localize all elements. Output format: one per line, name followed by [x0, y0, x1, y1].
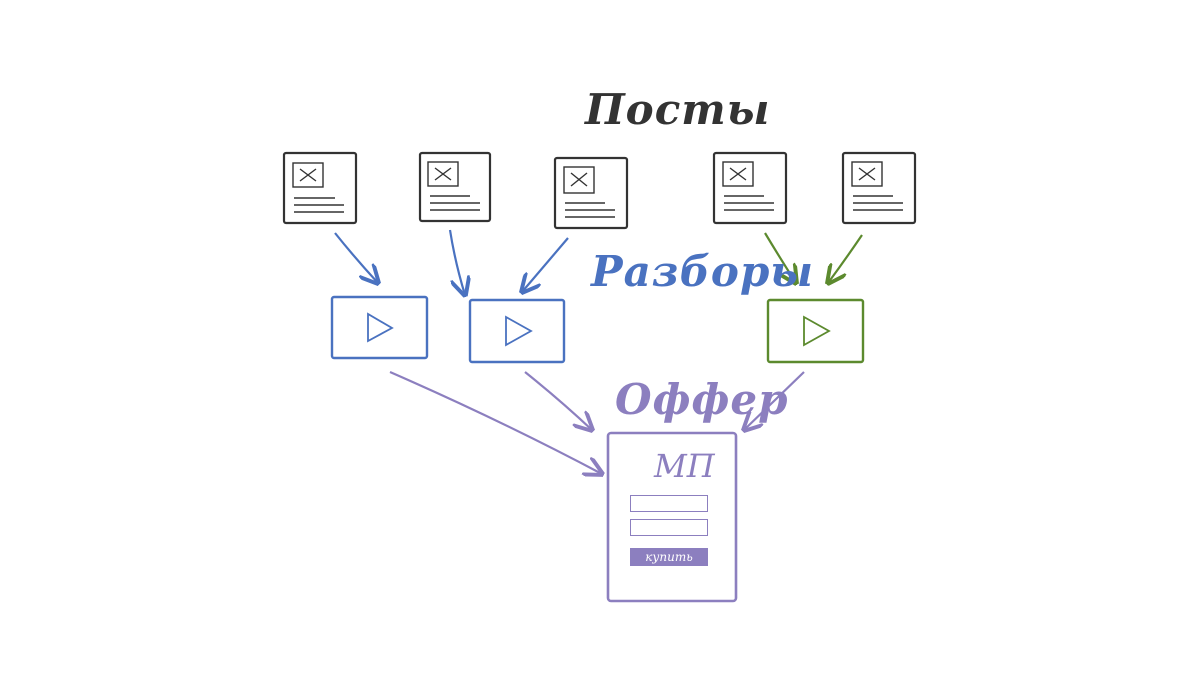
post-card-3 [553, 156, 629, 230]
review-video-2 [468, 298, 566, 364]
image-placeholder-icon [563, 166, 595, 194]
offer-card-title: МП [654, 447, 715, 485]
offer-card [606, 431, 738, 603]
arrow-post5-review3 [828, 234, 863, 283]
image-placeholder-icon [722, 161, 754, 187]
label-posts: Посты [585, 85, 771, 134]
arrow-post2-review2 [448, 229, 465, 295]
image-placeholder-icon [292, 162, 324, 188]
arrow-post1-review1 [334, 232, 378, 283]
post-card-5 [841, 151, 917, 225]
label-offer: Оффер [615, 375, 789, 424]
post-card-1 [282, 151, 358, 225]
play-icon [367, 312, 394, 343]
buy-button[interactable]: купить [630, 548, 708, 566]
arrow-post3-review2 [522, 237, 569, 292]
offer-input-field-2[interactable] [630, 519, 708, 536]
play-icon [803, 315, 831, 347]
review-video-1 [330, 295, 429, 360]
image-placeholder-icon [851, 161, 883, 187]
label-reviews: Разборы [591, 247, 815, 296]
arrow-post4-review3 [764, 232, 796, 283]
post-card-4 [712, 151, 788, 225]
image-placeholder-icon [427, 161, 459, 187]
arrow-review1-offer [389, 370, 602, 474]
arrow-review2-offer [524, 371, 592, 430]
offer-input-field-1[interactable] [630, 495, 708, 512]
arrow-review3-offer [744, 371, 805, 430]
review-video-3 [766, 298, 865, 364]
post-card-2 [418, 151, 492, 223]
play-icon [505, 315, 533, 347]
